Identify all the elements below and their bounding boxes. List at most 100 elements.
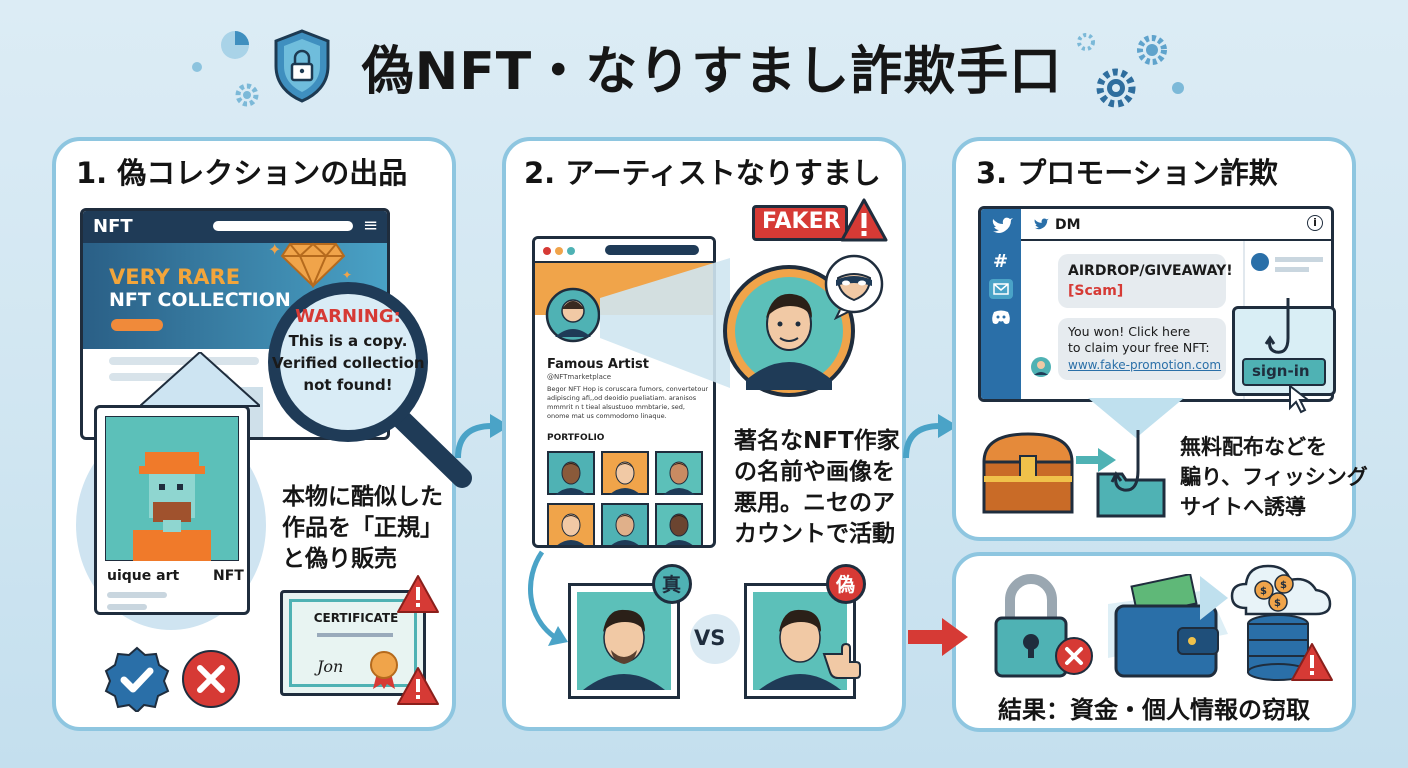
highlight-beam xyxy=(140,352,260,407)
message2-body: You won! Click here to claim your free N… xyxy=(1068,324,1210,355)
arrow-right-icon xyxy=(1076,448,1116,472)
banner-line2: NFT COLLECTION xyxy=(109,289,291,311)
menu-icon[interactable]: ≡ xyxy=(363,215,379,236)
profile-bio: Begor NFT Hop is coruscara fumors, conve… xyxy=(547,385,709,420)
pointing-hand-icon xyxy=(822,642,861,679)
banner-line1: VERY RARE xyxy=(109,265,241,289)
certificate-line xyxy=(317,633,393,637)
flow-arrow xyxy=(528,550,568,646)
flow-arrow-down xyxy=(1088,398,1184,438)
red-arrow-icon xyxy=(908,618,968,656)
faker-badge xyxy=(752,205,848,241)
svg-text:$: $ xyxy=(1274,598,1281,609)
impersonator-portrait xyxy=(723,265,855,397)
warning-triangle-icon xyxy=(840,198,888,242)
fake-badge-label: 偽 xyxy=(836,574,856,596)
portfolio-thumbnail[interactable] xyxy=(655,451,703,495)
message1-line2: [Scam] xyxy=(1068,283,1124,299)
card-line xyxy=(107,604,147,610)
seal-icon xyxy=(370,651,398,689)
profile-avatar xyxy=(545,287,601,343)
panel3-description: 無料配布などを 騙り、フィッシング サイトへ誘導 xyxy=(1180,435,1368,519)
dm-header xyxy=(1021,209,1331,241)
zoom-beam xyxy=(600,258,730,388)
window-dot-yellow[interactable] xyxy=(555,247,563,255)
magnifier-icon xyxy=(268,282,472,488)
result-text: 結果：資金・個人情報の窃取 xyxy=(998,696,1310,724)
card-tag: NFT xyxy=(213,568,244,584)
signature: Jon xyxy=(317,657,344,676)
message1-line1: AIRDROP/GIVEAWAY! xyxy=(1068,263,1233,279)
vs-label: VS xyxy=(694,626,726,650)
sender-avatar xyxy=(1031,357,1051,377)
portfolio-thumbnail[interactable] xyxy=(655,503,703,547)
phishing-link[interactable]: www.fake-promotion.com xyxy=(1068,358,1222,372)
check-badge-icon xyxy=(104,646,170,712)
twitter-bird-icon[interactable] xyxy=(991,217,1013,237)
address-bar[interactable] xyxy=(605,245,699,255)
twitter-bird-icon xyxy=(1034,218,1049,230)
profile-name: Famous Artist xyxy=(547,357,649,372)
certificate-label: CERTIFICATE xyxy=(313,611,399,625)
hash-icon[interactable]: # xyxy=(993,251,1009,272)
content-line xyxy=(109,373,229,381)
warning-triangle-icon xyxy=(397,667,439,705)
x-circle-icon xyxy=(182,650,240,708)
info-icon[interactable]: i xyxy=(1307,215,1323,231)
real-portrait-frame xyxy=(568,583,680,699)
vs-circle xyxy=(690,614,740,664)
card-line xyxy=(107,592,167,598)
mail-glyph xyxy=(993,283,1009,295)
nft-card: uique art NFT xyxy=(94,405,250,615)
window-dot-red[interactable] xyxy=(543,247,551,255)
flow-arrow xyxy=(903,414,958,459)
signin-button[interactable] xyxy=(1242,358,1326,386)
banner-button[interactable] xyxy=(111,319,163,331)
page-title: 偽NFT・なりすまし詐欺手口 xyxy=(361,42,1063,102)
profile-handle: @NFTmarketplace xyxy=(547,373,612,381)
address-bar[interactable] xyxy=(213,221,353,231)
signin-label: sign-in xyxy=(1252,362,1310,380)
portfolio-thumbnail[interactable] xyxy=(547,451,595,495)
warning-triangle-icon xyxy=(397,575,439,613)
portfolio-thumbnail[interactable] xyxy=(601,451,649,495)
real-badge-label: 真 xyxy=(662,574,682,596)
contact-line xyxy=(1275,267,1309,272)
flow-arrow xyxy=(455,414,510,459)
portfolio-thumbnail[interactable] xyxy=(547,503,595,547)
diamond-icon xyxy=(280,242,346,288)
arrow-right-icon xyxy=(1200,576,1228,620)
profile-browser: Famous Artist @NFTmarketplace Begor NFT … xyxy=(532,236,716,548)
cursor-icon xyxy=(1289,384,1311,414)
panel2-description: 著名なNFT作家 の名前や画像を 悪用。ニセのア カウントで活動 xyxy=(734,428,900,547)
pie-chart-icon xyxy=(221,31,249,59)
pixel-art-image xyxy=(105,416,239,561)
portfolio-grid xyxy=(547,451,707,547)
decor-dot xyxy=(192,62,202,72)
contact-dot xyxy=(1251,253,1269,271)
window-dot-green[interactable] xyxy=(567,247,575,255)
mask-icon xyxy=(824,254,884,320)
real-portrait xyxy=(577,592,671,690)
real-badge xyxy=(652,564,692,604)
padlock-icon xyxy=(994,574,1068,678)
panel1-title: 1. 偽コレクションの出品 xyxy=(76,156,408,190)
content-line xyxy=(109,357,259,365)
portfolio-thumbnail[interactable] xyxy=(601,503,649,547)
svg-text:$: $ xyxy=(1260,586,1267,597)
browser-label: NFT xyxy=(93,216,133,237)
warning-title: WARNING: xyxy=(295,306,401,327)
panel2-title: 2. アーティストなりすまし xyxy=(524,156,881,190)
panel1-description: 本物に酷似した 作品を「正規」 と偽り販売 xyxy=(282,484,443,572)
discord-icon[interactable] xyxy=(991,309,1011,325)
dm-sidebar xyxy=(981,209,1021,399)
panel3-title: 3. プロモーション詐欺 xyxy=(976,156,1278,190)
message-bubble xyxy=(1058,318,1226,380)
shield-lock-icon xyxy=(274,29,330,103)
message-bubble xyxy=(1058,254,1226,308)
treasure-chest-icon xyxy=(982,432,1074,514)
fishing-hook-icon xyxy=(1264,298,1290,354)
warning-body: This is a copy. Verified collection not … xyxy=(272,332,425,394)
warning-triangle-icon xyxy=(1291,643,1333,681)
gears-icon xyxy=(1077,33,1184,108)
